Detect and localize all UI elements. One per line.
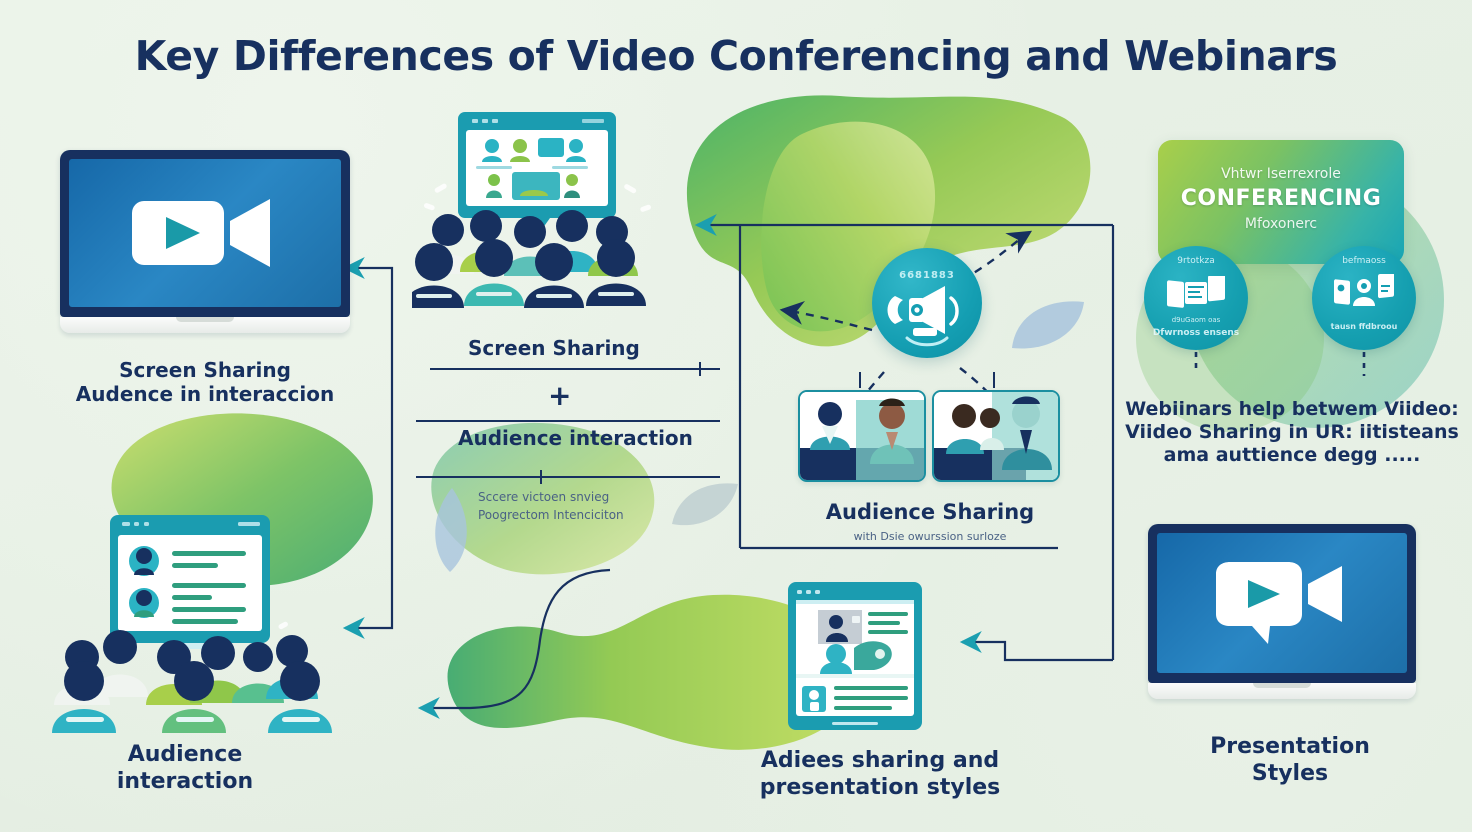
presentation-laptop-bottom [1148, 524, 1416, 699]
right-circle-left-sub2: Dfwrnoss ensens [1152, 328, 1240, 338]
audience-watching-screen-illustration [412, 108, 662, 308]
comparison-table: Screen Sharing + Audience interaction Sc… [416, 330, 720, 530]
right-paragraph-line3: ama auttience degg ..... [1163, 444, 1421, 467]
table-plus-sign: + [548, 379, 572, 412]
table-footnote: Sccere victoen snvieg Poogrectom Intenci… [478, 488, 624, 524]
table-row-1-label: Screen Sharing [468, 336, 640, 360]
table-footnote-line2: Poogrectom Intenciciton [478, 508, 624, 522]
table-tick-2 [540, 470, 542, 484]
right-circle-people-meeting: befmaoss tausn ffdbroou [1312, 246, 1416, 350]
right-circle-left-top-text: 9rtotkza [1177, 256, 1215, 266]
laptop-screen-bottom [1157, 533, 1407, 673]
right-circle-right-sub1: tausn ffdbroou [1330, 322, 1398, 331]
video-camera-play-icon [132, 199, 270, 267]
megaphone-smile-accent [905, 336, 949, 347]
laptop-notch-bottom [1253, 683, 1311, 688]
people-meeting-icon [1334, 274, 1394, 306]
right-circle-screen-share: 9rtotkza d9uGaom oas Dfwrnoss ensens [1144, 246, 1248, 350]
table-tick-1 [699, 362, 701, 376]
video-call-participants-icon-right [934, 392, 1058, 480]
right-paragraph: Webiinars help betwem Viideo: Viideo Sha… [1122, 398, 1462, 468]
left-bottom-label: Audience interaction [40, 742, 330, 796]
laptop-base-bottom [1148, 683, 1416, 699]
megaphone-icon [887, 286, 959, 336]
left-bottom-label-line1: Audience [127, 742, 243, 767]
decorative-petal-grey [670, 480, 740, 530]
video-call-card-left [798, 390, 926, 482]
decorative-blob-center-left [420, 410, 670, 590]
table-footnote-line1: Sccere victoen snvieg [478, 490, 610, 504]
right-paragraph-line1: Webiinars help betwem Viideo: [1125, 398, 1459, 420]
center-bottom-label: Adiees sharing and presentation styles [730, 748, 1030, 802]
video-call-card-right [932, 390, 1060, 482]
gradient-card-line3: Mfoxonerc [1244, 216, 1318, 232]
audience-interaction-illustration [52, 505, 342, 735]
right-circle-right-top-text: befmaoss [1342, 256, 1386, 266]
table-divider-3 [416, 476, 720, 478]
right-paragraph-line2: Viideo Sharing in UR: iitisteans [1125, 421, 1459, 444]
table-row-2-label: Audience interaction [458, 426, 693, 450]
audience-sharing-sublabel: with Dsie owurssion surloze [853, 529, 1007, 543]
laptop-notch [176, 317, 234, 322]
zoom-video-chat-icon [1216, 562, 1342, 644]
decorative-petal-blue [1010, 298, 1088, 352]
screen-share-monitor-icon [1167, 276, 1225, 308]
laptop-screen [69, 159, 341, 307]
right-bottom-label-line2: Styles [1251, 760, 1329, 786]
left-bottom-label-line2: interaction [116, 768, 254, 794]
left-top-label-line1: Screen Sharing [119, 358, 291, 382]
laptop-base [60, 317, 350, 333]
center-bottom-label-line2: presentation styles [759, 774, 1001, 800]
laptop-lid [60, 150, 350, 317]
left-top-label: Screen Sharing Audence in interaccion [40, 358, 370, 407]
presentation-document-illustration [788, 582, 922, 730]
right-circle-left-sub1: d9uGaom oas [1171, 316, 1221, 324]
gradient-card-line1: Vhtwr Iserrexrole [1221, 166, 1341, 182]
table-divider-1 [430, 368, 720, 370]
megaphone-broadcast-badge: 6681883 [872, 248, 982, 358]
right-bottom-label: Presentation Styles [1140, 734, 1440, 788]
right-bottom-label-line1: Presentation [1210, 734, 1370, 759]
page-title: Key Differences of Video Conferencing an… [134, 32, 1338, 80]
table-divider-2 [416, 420, 720, 422]
left-top-label-line2: Audence in interaccion [75, 382, 335, 407]
decorative-petal-blue-2 [428, 486, 474, 574]
audience-sharing-label-text: Audience Sharing [825, 500, 1035, 524]
audience-sharing-label: Audience Sharing with Dsie owurssion sur… [790, 500, 1070, 543]
gradient-card-line2: CONFERENCING [1180, 186, 1382, 211]
laptop-lid-bottom [1148, 524, 1416, 683]
video-call-participants-icon-left [800, 392, 924, 480]
conferencing-gradient-card: Vhtwr Iserrexrole CONFERENCING Mfoxonerc [1158, 140, 1404, 264]
megaphone-badge-text: 6681883 [899, 270, 955, 281]
video-conferencing-laptop-top [60, 150, 350, 333]
center-bottom-label-line1: Adiees sharing and [760, 748, 1000, 773]
